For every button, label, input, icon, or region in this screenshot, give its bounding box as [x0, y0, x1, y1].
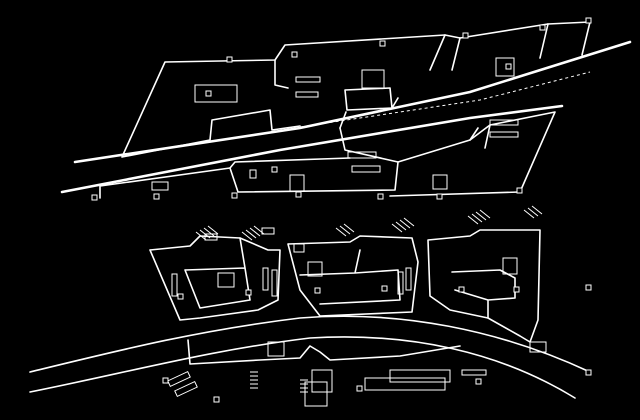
- north-stair-1: [295, 76, 321, 83]
- south-block-2-outline: [287, 235, 419, 317]
- marker: [381, 285, 388, 292]
- curved-road-north-edge: [29, 315, 591, 373]
- bottom-volume-2: [304, 381, 328, 407]
- north-stair-2: [295, 91, 319, 98]
- marker: [513, 286, 520, 293]
- south-entry-2: [261, 227, 275, 235]
- middle-room-1: [289, 174, 305, 192]
- south-room-3: [502, 257, 518, 275]
- middle-small-mark: [249, 169, 257, 179]
- bottom-strip-outline: [187, 339, 461, 365]
- marker: [91, 194, 98, 201]
- curved-road-south-edge: [29, 336, 576, 399]
- marker: [462, 32, 469, 39]
- marker: [271, 166, 278, 173]
- middle-stair-1: [151, 181, 169, 191]
- south-slot-4: [397, 271, 404, 295]
- south-building-blocks: [149, 227, 541, 343]
- marker: [295, 191, 302, 198]
- marker: [231, 192, 238, 199]
- bottom-building-strip: [167, 339, 547, 407]
- south-entry-3: [293, 243, 305, 253]
- south-slot-3: [271, 269, 278, 297]
- stair-hatch-5: [467, 209, 491, 225]
- marker: [458, 286, 465, 293]
- north-building-block: [121, 21, 591, 158]
- middle-stair-3: [351, 165, 381, 173]
- marker: [177, 293, 184, 300]
- marker: [226, 56, 233, 63]
- stair-hatch-6: [523, 205, 543, 219]
- marker: [505, 63, 512, 70]
- stair-hatch-2: [241, 225, 265, 241]
- marker: [314, 287, 321, 294]
- north-room-3: [495, 57, 515, 77]
- bottom-slot-1: [167, 370, 191, 388]
- stair-hatch-4: [391, 217, 415, 233]
- marker: [379, 40, 386, 47]
- marker: [205, 90, 212, 97]
- south-block-2-inner: [299, 249, 401, 305]
- south-room-1: [217, 272, 235, 288]
- bottom-room-2: [529, 341, 547, 353]
- marker: [516, 187, 523, 194]
- bottom-volume-3: [364, 377, 446, 391]
- middle-stair-5: [489, 131, 519, 138]
- stair-hatches: [195, 205, 543, 241]
- north-room-2: [361, 69, 385, 89]
- roads: [29, 40, 632, 399]
- south-block-1-inner: [184, 237, 251, 309]
- marker: [585, 369, 592, 376]
- marker: [213, 396, 220, 403]
- stair-hatch-1: [195, 225, 219, 241]
- bottom-stair-hatch: [250, 371, 308, 393]
- marker: [153, 193, 160, 200]
- north-block-inner-walls: [274, 23, 549, 129]
- marker: [585, 284, 592, 291]
- upper-road-centerline: [299, 71, 591, 128]
- middle-room-2: [432, 174, 448, 190]
- marker: [245, 289, 252, 296]
- marker: [585, 17, 592, 24]
- middle-stair-2: [347, 151, 377, 159]
- marker: [291, 51, 298, 58]
- south-room-2: [307, 261, 323, 277]
- south-slot-5: [405, 267, 412, 291]
- marker: [475, 378, 482, 385]
- bottom-slot-2: [174, 380, 198, 398]
- middle-block-inner-walls: [229, 124, 491, 169]
- stair-hatch-3: [335, 223, 355, 237]
- point-markers: [91, 17, 592, 403]
- marker: [539, 24, 546, 31]
- north-room-1: [194, 84, 238, 103]
- bottom-room-1: [267, 341, 285, 357]
- marker: [356, 385, 363, 392]
- south-block-3-inner: [451, 269, 516, 319]
- bottom-volume-1: [311, 369, 333, 393]
- upper-road-edge-north: [73, 40, 632, 164]
- bottom-slot-3: [461, 369, 487, 376]
- bottom-volume-4: [389, 369, 451, 383]
- south-slot-2: [262, 267, 269, 291]
- marker: [436, 193, 443, 200]
- marker: [162, 377, 169, 384]
- upper-road-edge-south: [60, 104, 564, 194]
- middle-stair-4: [489, 119, 519, 126]
- marker: [377, 193, 384, 200]
- south-block-1-outline: [149, 235, 281, 321]
- south-slot-1: [171, 273, 178, 297]
- middle-building-block: [99, 111, 556, 199]
